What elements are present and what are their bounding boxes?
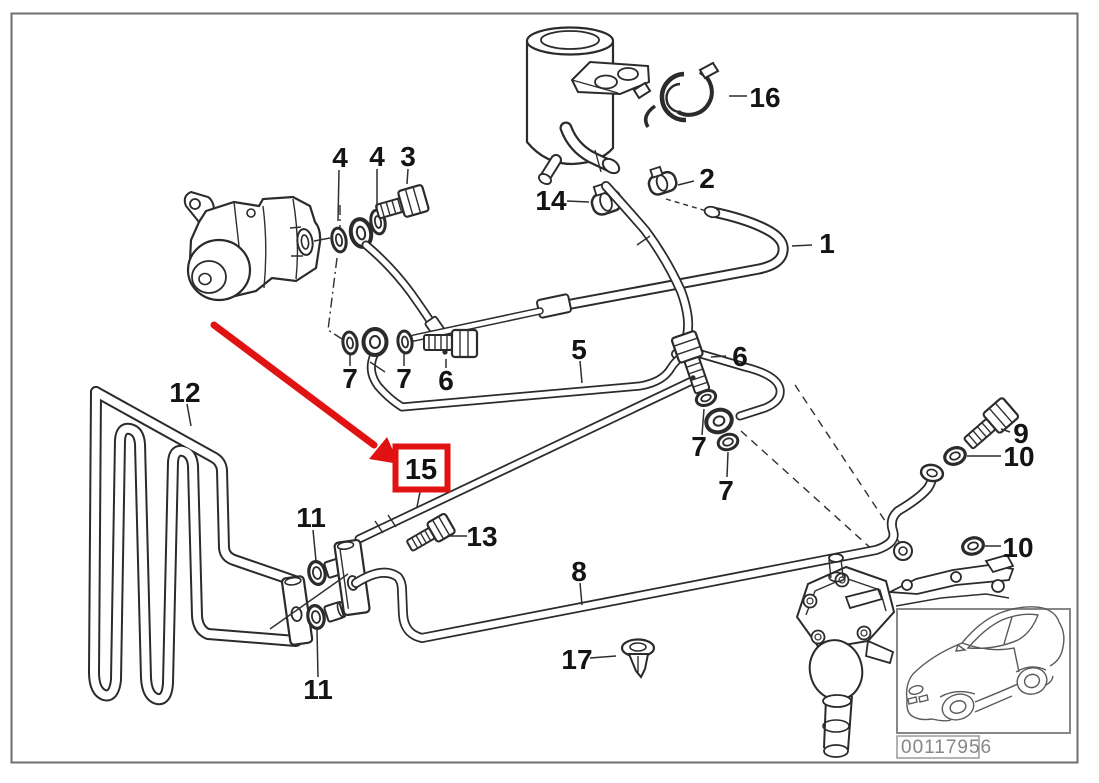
- washer-10-lower-drawing: [961, 536, 985, 556]
- highlight-annotation: 15: [210, 321, 451, 493]
- pipe-5-drawing: [366, 347, 785, 421]
- part-label-13[interactable]: 13: [466, 521, 497, 552]
- washer-7-mid-drawing: [396, 329, 414, 355]
- banjo-eye-right-drawing: [704, 407, 734, 435]
- washer-4a-drawing: [330, 226, 348, 254]
- callout-leaders: [186, 95, 1011, 678]
- power-steering-pump-drawing: [183, 190, 322, 302]
- nipple-lower-drawing: [323, 601, 347, 623]
- part-callouts: 4 4 3 16 2 14 1 7 7 6 5 6 7 7 12 11 13 1…: [169, 82, 1034, 705]
- oil-cooler-coil-drawing: [88, 386, 302, 706]
- washer-7-right-upper-drawing: [694, 389, 718, 407]
- hose-1-drawing: [410, 205, 789, 342]
- part-label-7-c[interactable]: 7: [691, 431, 707, 462]
- part-label-1[interactable]: 1: [819, 228, 835, 259]
- part-label-7-a[interactable]: 7: [342, 363, 358, 394]
- washer-7-left-drawing: [341, 330, 359, 356]
- image-code-box: [896, 735, 980, 759]
- hose-clamp-2-drawing: [647, 165, 678, 196]
- clamp-2-leader-dashed: [665, 198, 711, 213]
- washer-7-right-lower-drawing: [716, 432, 740, 452]
- part-label-7-d[interactable]: 7: [718, 475, 734, 506]
- part-label-11-a[interactable]: 11: [296, 502, 326, 533]
- pump-port-axis-line: [313, 237, 331, 242]
- bolt-13-drawing: [406, 512, 456, 552]
- part-label-16[interactable]: 16: [749, 82, 780, 113]
- part-label-6-b[interactable]: 6: [732, 341, 748, 372]
- part-label-14[interactable]: 14: [535, 185, 567, 216]
- hose-clamp-16-drawing: [632, 61, 720, 128]
- fluid-reservoir-drawing: [525, 26, 651, 185]
- part-label-6-a[interactable]: 6: [438, 365, 454, 396]
- red-arrow-shaft: [210, 321, 378, 449]
- steering-gear-drawing: [795, 541, 1015, 758]
- banjo-bolt-3-drawing: [375, 184, 430, 220]
- elbow-banjo-eye-drawing: [361, 327, 389, 357]
- part-label-2[interactable]: 2: [699, 163, 715, 194]
- banjo-bolt-6-right-drawing: [670, 330, 711, 395]
- car-inset-box: [896, 608, 1071, 734]
- flange-axis-line: [269, 573, 349, 630]
- car-illustration: [905, 606, 1065, 722]
- pipe-15-drawing: [354, 372, 705, 544]
- highlight-box: [392, 443, 451, 493]
- part-label-8[interactable]: 8: [571, 556, 587, 587]
- gear-leader-dashed-2: [740, 430, 876, 553]
- image-code: 00117956: [901, 737, 992, 758]
- pipe-8-drawing: [351, 463, 945, 643]
- car-inset: 00117956: [896, 606, 1071, 759]
- part-label-3[interactable]: 3: [400, 141, 416, 172]
- bolt-9-drawing: [963, 397, 1020, 450]
- o-ring-11-upper-drawing: [307, 560, 327, 586]
- o-ring-11-lower-drawing: [306, 604, 326, 630]
- part-label-11-b[interactable]: 11: [303, 674, 333, 705]
- washer-10-upper-drawing: [943, 446, 967, 466]
- banjo-bolt-6-left-drawing: [423, 328, 479, 359]
- red-arrow-head: [369, 437, 399, 464]
- part-label-4-a[interactable]: 4: [332, 142, 348, 173]
- part-label-17[interactable]: 17: [561, 644, 592, 675]
- expanding-rivet-17-drawing: [620, 638, 656, 679]
- part-label-10-a[interactable]: 10: [1003, 441, 1034, 472]
- part-label-5[interactable]: 5: [571, 334, 587, 365]
- part-label-4-b[interactable]: 4: [369, 141, 385, 172]
- part-label-12[interactable]: 12: [169, 377, 200, 408]
- gear-leader-dashed-1: [794, 384, 902, 546]
- part-label-7-b[interactable]: 7: [396, 363, 412, 394]
- part-label-9[interactable]: 9: [1013, 418, 1029, 449]
- part-label-15-highlighted[interactable]: 15: [405, 454, 437, 486]
- part-label-10-b[interactable]: 10: [1002, 532, 1033, 563]
